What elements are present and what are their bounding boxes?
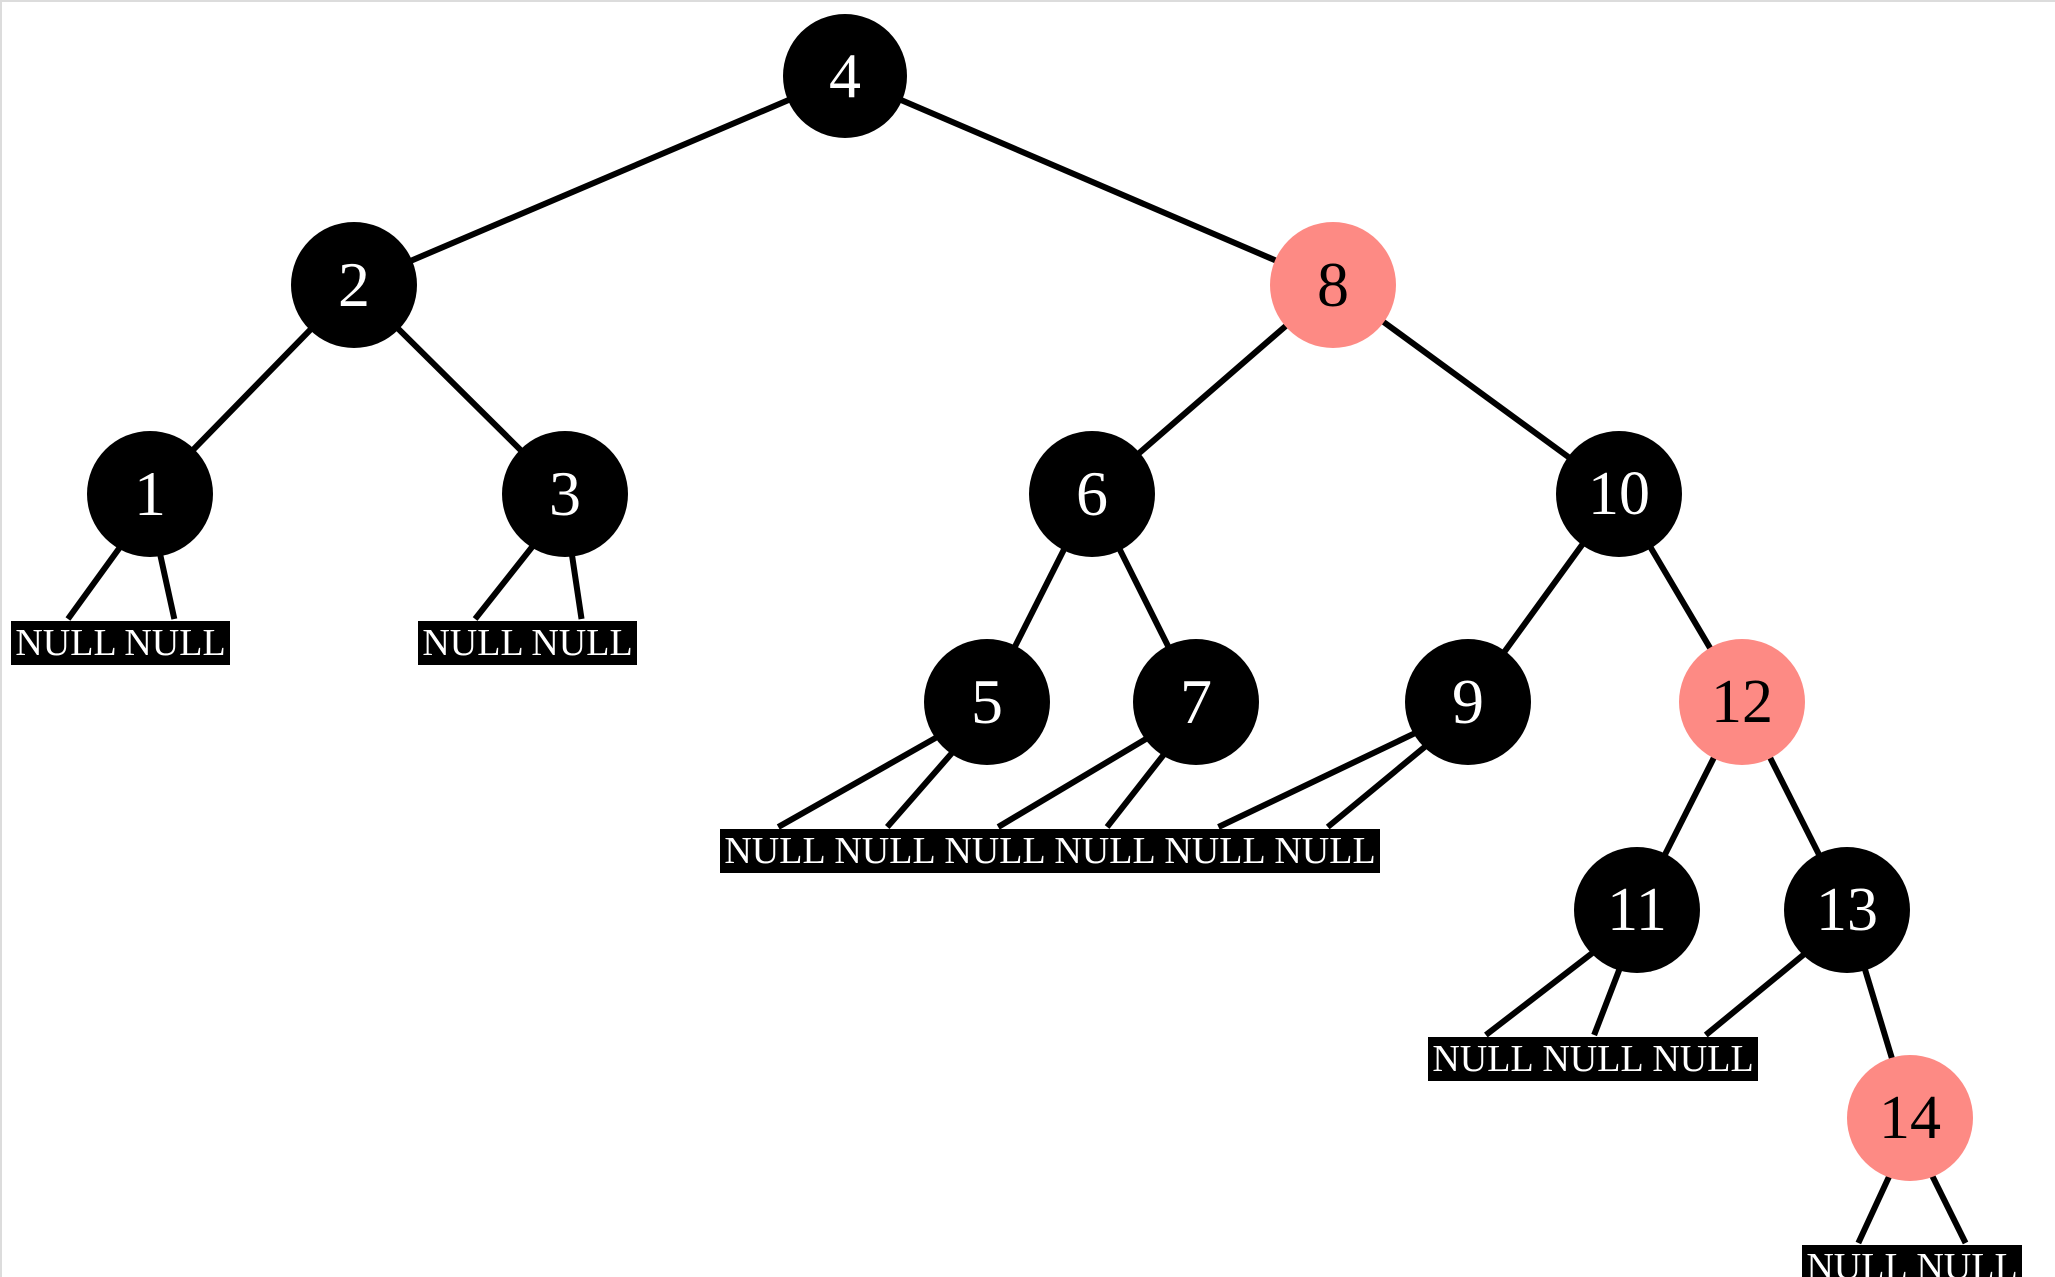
tree-edge (1647, 544, 1714, 652)
tree-edge (1011, 547, 1068, 649)
tree-node-8[interactable]: 8 (1270, 222, 1396, 348)
tree-edge (1116, 547, 1172, 649)
tree-node-4[interactable]: 4 (783, 14, 907, 138)
tree-null-leaf: NULL (1912, 1245, 2022, 1277)
tree-null-leaf: NULL (1428, 1037, 1538, 1081)
tree-edge (190, 326, 314, 453)
tree-node-14[interactable]: 14 (1847, 1055, 1973, 1181)
tree-edge (568, 554, 585, 620)
tree-null-leaf: NULL (120, 621, 230, 665)
tree-node-3[interactable]: 3 (502, 431, 628, 557)
tree-null-leaf: NULL (940, 829, 1050, 873)
tree-edge (472, 544, 536, 621)
tree-null-leaf: NULL (527, 621, 637, 665)
tree-node-1[interactable]: 1 (87, 431, 213, 557)
tree-edge (885, 750, 955, 829)
tree-edge (1217, 730, 1417, 830)
tree-edge (1380, 318, 1572, 461)
tree-node-11[interactable]: 11 (1574, 847, 1700, 973)
tree-edge (1855, 1174, 1893, 1245)
tree-node-10[interactable]: 10 (1556, 431, 1682, 557)
tree-edge (1661, 755, 1718, 857)
tree-null-leaf: NULL (830, 829, 940, 873)
tree-edge (898, 96, 1279, 264)
tree-node-7[interactable]: 7 (1133, 639, 1259, 765)
tree-edge (1501, 541, 1586, 655)
tree-edge (1861, 967, 1896, 1061)
tree-edge (1929, 1173, 1969, 1245)
tree-edge (1136, 322, 1289, 457)
tree-null-leaf: NULL (720, 829, 830, 873)
tree-edge (1591, 967, 1623, 1037)
tree-edge (1104, 752, 1167, 829)
tree-null-leaf: NULL (418, 621, 528, 665)
tree-node-6[interactable]: 6 (1029, 431, 1155, 557)
tree-node-12[interactable]: 12 (1679, 639, 1805, 765)
tree-node-5[interactable]: 5 (924, 639, 1050, 765)
tree-edge (408, 96, 791, 264)
tree-node-9[interactable]: 9 (1405, 639, 1531, 765)
tree-null-leaf: NULL (11, 621, 121, 665)
tree-edge (65, 545, 123, 621)
tree-edge (776, 734, 939, 830)
tree-null-leaf: NULL (1050, 829, 1160, 873)
tree-edge (1325, 743, 1428, 830)
tree-node-2[interactable]: 2 (291, 222, 417, 348)
tree-edge (1484, 950, 1595, 1038)
tree-edge (1703, 951, 1807, 1038)
tree-null-leaf: NULL (1538, 1037, 1648, 1081)
tree-edge (1766, 755, 1823, 857)
tree-null-leaf: NULL (1802, 1245, 1912, 1277)
tree-null-leaf: NULL (1160, 829, 1270, 873)
tree-edge (157, 553, 178, 620)
tree-edge (395, 325, 524, 454)
tree-null-leaf: NULL (1270, 829, 1380, 873)
tree-node-13[interactable]: 13 (1784, 847, 1910, 973)
tree-null-leaf: NULL (1648, 1037, 1758, 1081)
